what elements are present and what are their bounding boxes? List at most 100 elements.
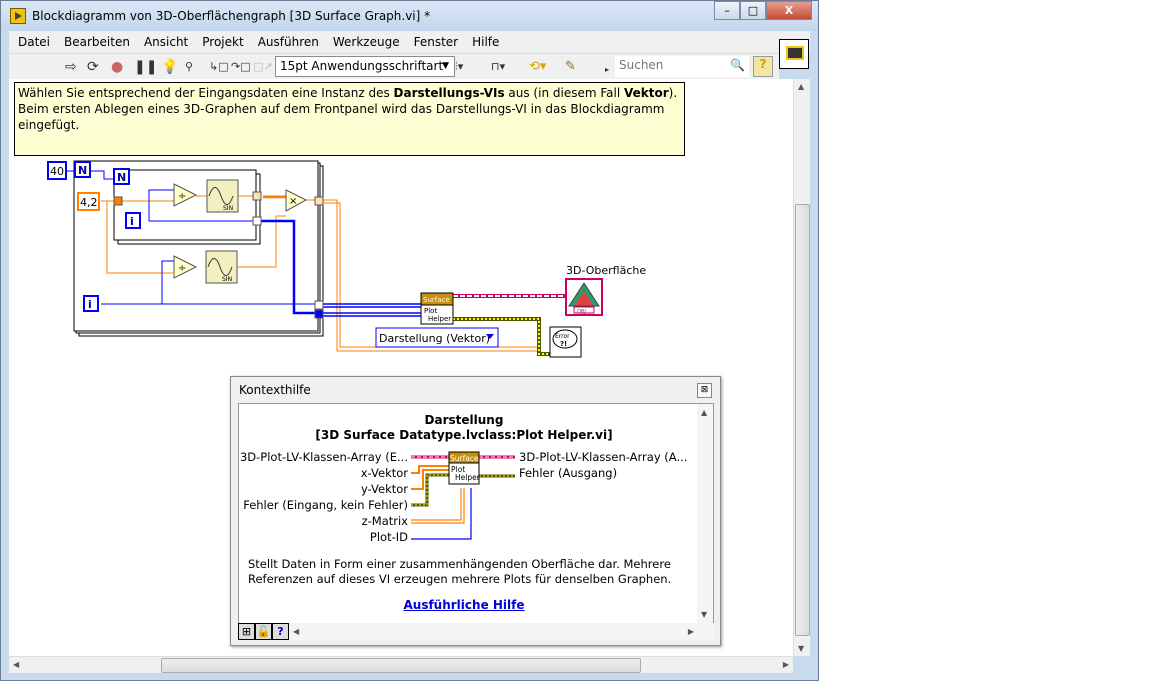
chevron-down-icon	[486, 334, 494, 339]
input-y-vector: y-Vektor	[361, 482, 408, 496]
graph-label: 3D-Oberfläche	[566, 264, 646, 277]
vertical-scroll-thumb[interactable]	[795, 204, 810, 636]
toolbar: ⇨ ⟳ ● ❚❚ 💡 ⚲ ↳□ ↷□ □↗ 15pt Anwendungssch…	[9, 53, 779, 79]
menu-fenster[interactable]: Fenster	[413, 35, 459, 49]
run-continuously-icon[interactable]: ⟳	[87, 59, 99, 75]
wire-y[interactable]	[259, 219, 317, 315]
sine-wave-icon	[207, 258, 233, 276]
search-input[interactable]: Suchen 🔍	[615, 56, 749, 77]
font-select[interactable]: 15pt Anwendungsschriftart▼	[275, 56, 455, 77]
menu-hilfe[interactable]: Hilfe	[472, 35, 500, 49]
comment-text: ). Beim ersten Ablegen eines 3D-Graphen …	[18, 86, 678, 132]
block-diagram-canvas[interactable]: 40 N N 4,2 i i ÷ ÷ × SIN SIN	[9, 79, 793, 656]
plot-helper-plot: Plot	[424, 307, 437, 315]
show-optional-terminals-icon[interactable]: ⊞	[238, 623, 255, 640]
run-arrow-icon[interactable]: ⇨	[65, 59, 77, 75]
divide-node-1[interactable]	[173, 183, 198, 207]
error-label: Error	[555, 333, 570, 340]
outer-n-label: N	[78, 164, 87, 177]
comment-bold: Darstellungs-VIs	[393, 86, 505, 100]
shift-tunnel	[113, 196, 123, 206]
lock-icon[interactable]: 🔓	[255, 623, 272, 640]
context-help-vscrollbar[interactable]: ▲ ▼	[697, 404, 713, 623]
divide-node-2[interactable]	[173, 255, 198, 279]
tunnel-outer-y	[314, 309, 324, 319]
polymorphic-selector[interactable]	[375, 327, 499, 348]
multiply-node[interactable]	[285, 189, 308, 212]
scroll-right-icon[interactable]: ▶	[782, 660, 789, 669]
menu-bar: Datei Bearbeiten Ansicht Projekt Ausführ…	[9, 31, 810, 53]
scroll-left-icon[interactable]: ◀	[13, 660, 20, 669]
step-out-icon[interactable]: □↗	[253, 60, 273, 73]
menu-ausfuehren[interactable]: Ausführen	[257, 35, 319, 49]
step-over-icon[interactable]: ↷□	[231, 60, 251, 73]
input-z-matrix: z-Matrix	[362, 514, 409, 528]
menu-datei[interactable]: Datei	[18, 35, 51, 49]
highlight-execution-icon[interactable]: 💡	[161, 59, 179, 75]
scroll-up-icon[interactable]: ▲	[798, 82, 805, 91]
vi-name: Darstellung	[424, 413, 504, 427]
scroll-left-icon[interactable]: ◀	[293, 627, 300, 636]
cleanup-diagram-icon[interactable]: ✎	[565, 59, 576, 74]
diagram-comment[interactable]: Wählen Sie entsprechend der Eingangsdate…	[14, 82, 685, 156]
context-help-close-button[interactable]: ⊠	[697, 383, 712, 398]
maximize-button[interactable]: □	[740, 1, 766, 20]
retain-wire-values-icon[interactable]: ⚲	[185, 60, 194, 73]
sine-1-label: SIN	[223, 205, 233, 212]
speech-bubble-icon	[552, 329, 578, 349]
vertical-scrollbar[interactable]: ▲ ▼	[793, 79, 810, 656]
obj-tag	[573, 306, 595, 314]
wire-vectors[interactable]	[322, 303, 421, 317]
horizontal-scrollbar[interactable]: ◀ ▶	[9, 656, 793, 673]
distribute-objects-icon[interactable]: ⊓▾	[491, 60, 506, 73]
menu-bearbeiten[interactable]: Bearbeiten	[64, 35, 130, 49]
context-help-button[interactable]: ?	[753, 56, 773, 77]
step-into-icon[interactable]: ↳□	[209, 60, 229, 73]
sine-wave-icon	[208, 187, 234, 205]
search-icon[interactable]: 🔍	[730, 58, 745, 72]
context-help-footer: ⊞ 🔓 ? ◀ ▶	[238, 623, 714, 640]
diagram-svg: 40 N N 4,2 i i ÷ ÷ × SIN SIN	[47, 160, 646, 358]
plot-helper-vi[interactable]	[420, 304, 454, 325]
window-title: Blockdiagramm von 3D-Oberflächengraph [3…	[32, 9, 431, 23]
wire-error[interactable]	[453, 317, 551, 356]
search-placeholder: Suchen	[619, 58, 664, 72]
detailed-help-link[interactable]: Ausführliche Hilfe	[403, 598, 525, 612]
connector-pane-diagram: 3D-Plot-LV-Klassen-Array (E... x-Vektor …	[240, 450, 687, 544]
minimize-button[interactable]: –	[714, 1, 740, 20]
plot-helper-surface: Surface	[423, 296, 450, 304]
const-40[interactable]	[47, 161, 67, 180]
vi-path: [3D Surface Datatype.lvclass:Plot Helper…	[315, 428, 613, 442]
scroll-up-icon[interactable]: ▲	[701, 408, 708, 417]
menu-werkzeuge[interactable]: Werkzeuge	[332, 35, 400, 49]
vi-icon[interactable]	[779, 39, 809, 69]
wire-float-2[interactable]	[322, 202, 541, 348]
input-error-in: Fehler (Eingang, kein Fehler)	[243, 498, 408, 512]
context-help-hscrollbar[interactable]: ◀ ▶	[289, 623, 714, 640]
align-objects-icon[interactable]: ⫶▾	[455, 60, 464, 73]
obj-label: OBJ	[577, 309, 586, 315]
scroll-right-icon[interactable]: ▶	[687, 627, 694, 636]
pause-icon[interactable]: ❚❚	[134, 59, 158, 75]
menu-projekt[interactable]: Projekt	[202, 35, 244, 49]
detailed-help-button[interactable]: ?	[272, 623, 289, 640]
wire-index[interactable]	[101, 189, 317, 305]
reorder-icon[interactable]: ⟲▾	[529, 59, 547, 74]
scroll-down-icon[interactable]: ▼	[798, 644, 805, 653]
inner-count-terminal[interactable]	[113, 168, 130, 185]
scroll-down-icon[interactable]: ▼	[701, 610, 708, 619]
output-class-array: 3D-Plot-LV-Klassen-Array (A...	[519, 450, 687, 464]
chevron-down-icon: ▼	[442, 61, 449, 71]
const-4-2[interactable]	[77, 192, 100, 211]
outer-count-terminal[interactable]	[74, 161, 91, 178]
horizontal-scroll-thumb[interactable]	[161, 658, 641, 673]
tunnel-outer-z	[314, 196, 324, 206]
outer-i-label: i	[88, 298, 92, 311]
context-help-window: Kontexthilfe ⊠ Darstellung[3D Surface Da…	[230, 376, 721, 646]
search-expand-icon[interactable]: ▸	[605, 65, 610, 74]
abort-icon[interactable]: ●	[111, 59, 124, 75]
close-button[interactable]: X	[766, 1, 812, 20]
menu-ansicht[interactable]: Ansicht	[143, 35, 189, 49]
title-bar: Blockdiagramm von 3D-Oberflächengraph [3…	[1, 1, 818, 31]
surface-plot-icon-peak	[575, 291, 593, 305]
